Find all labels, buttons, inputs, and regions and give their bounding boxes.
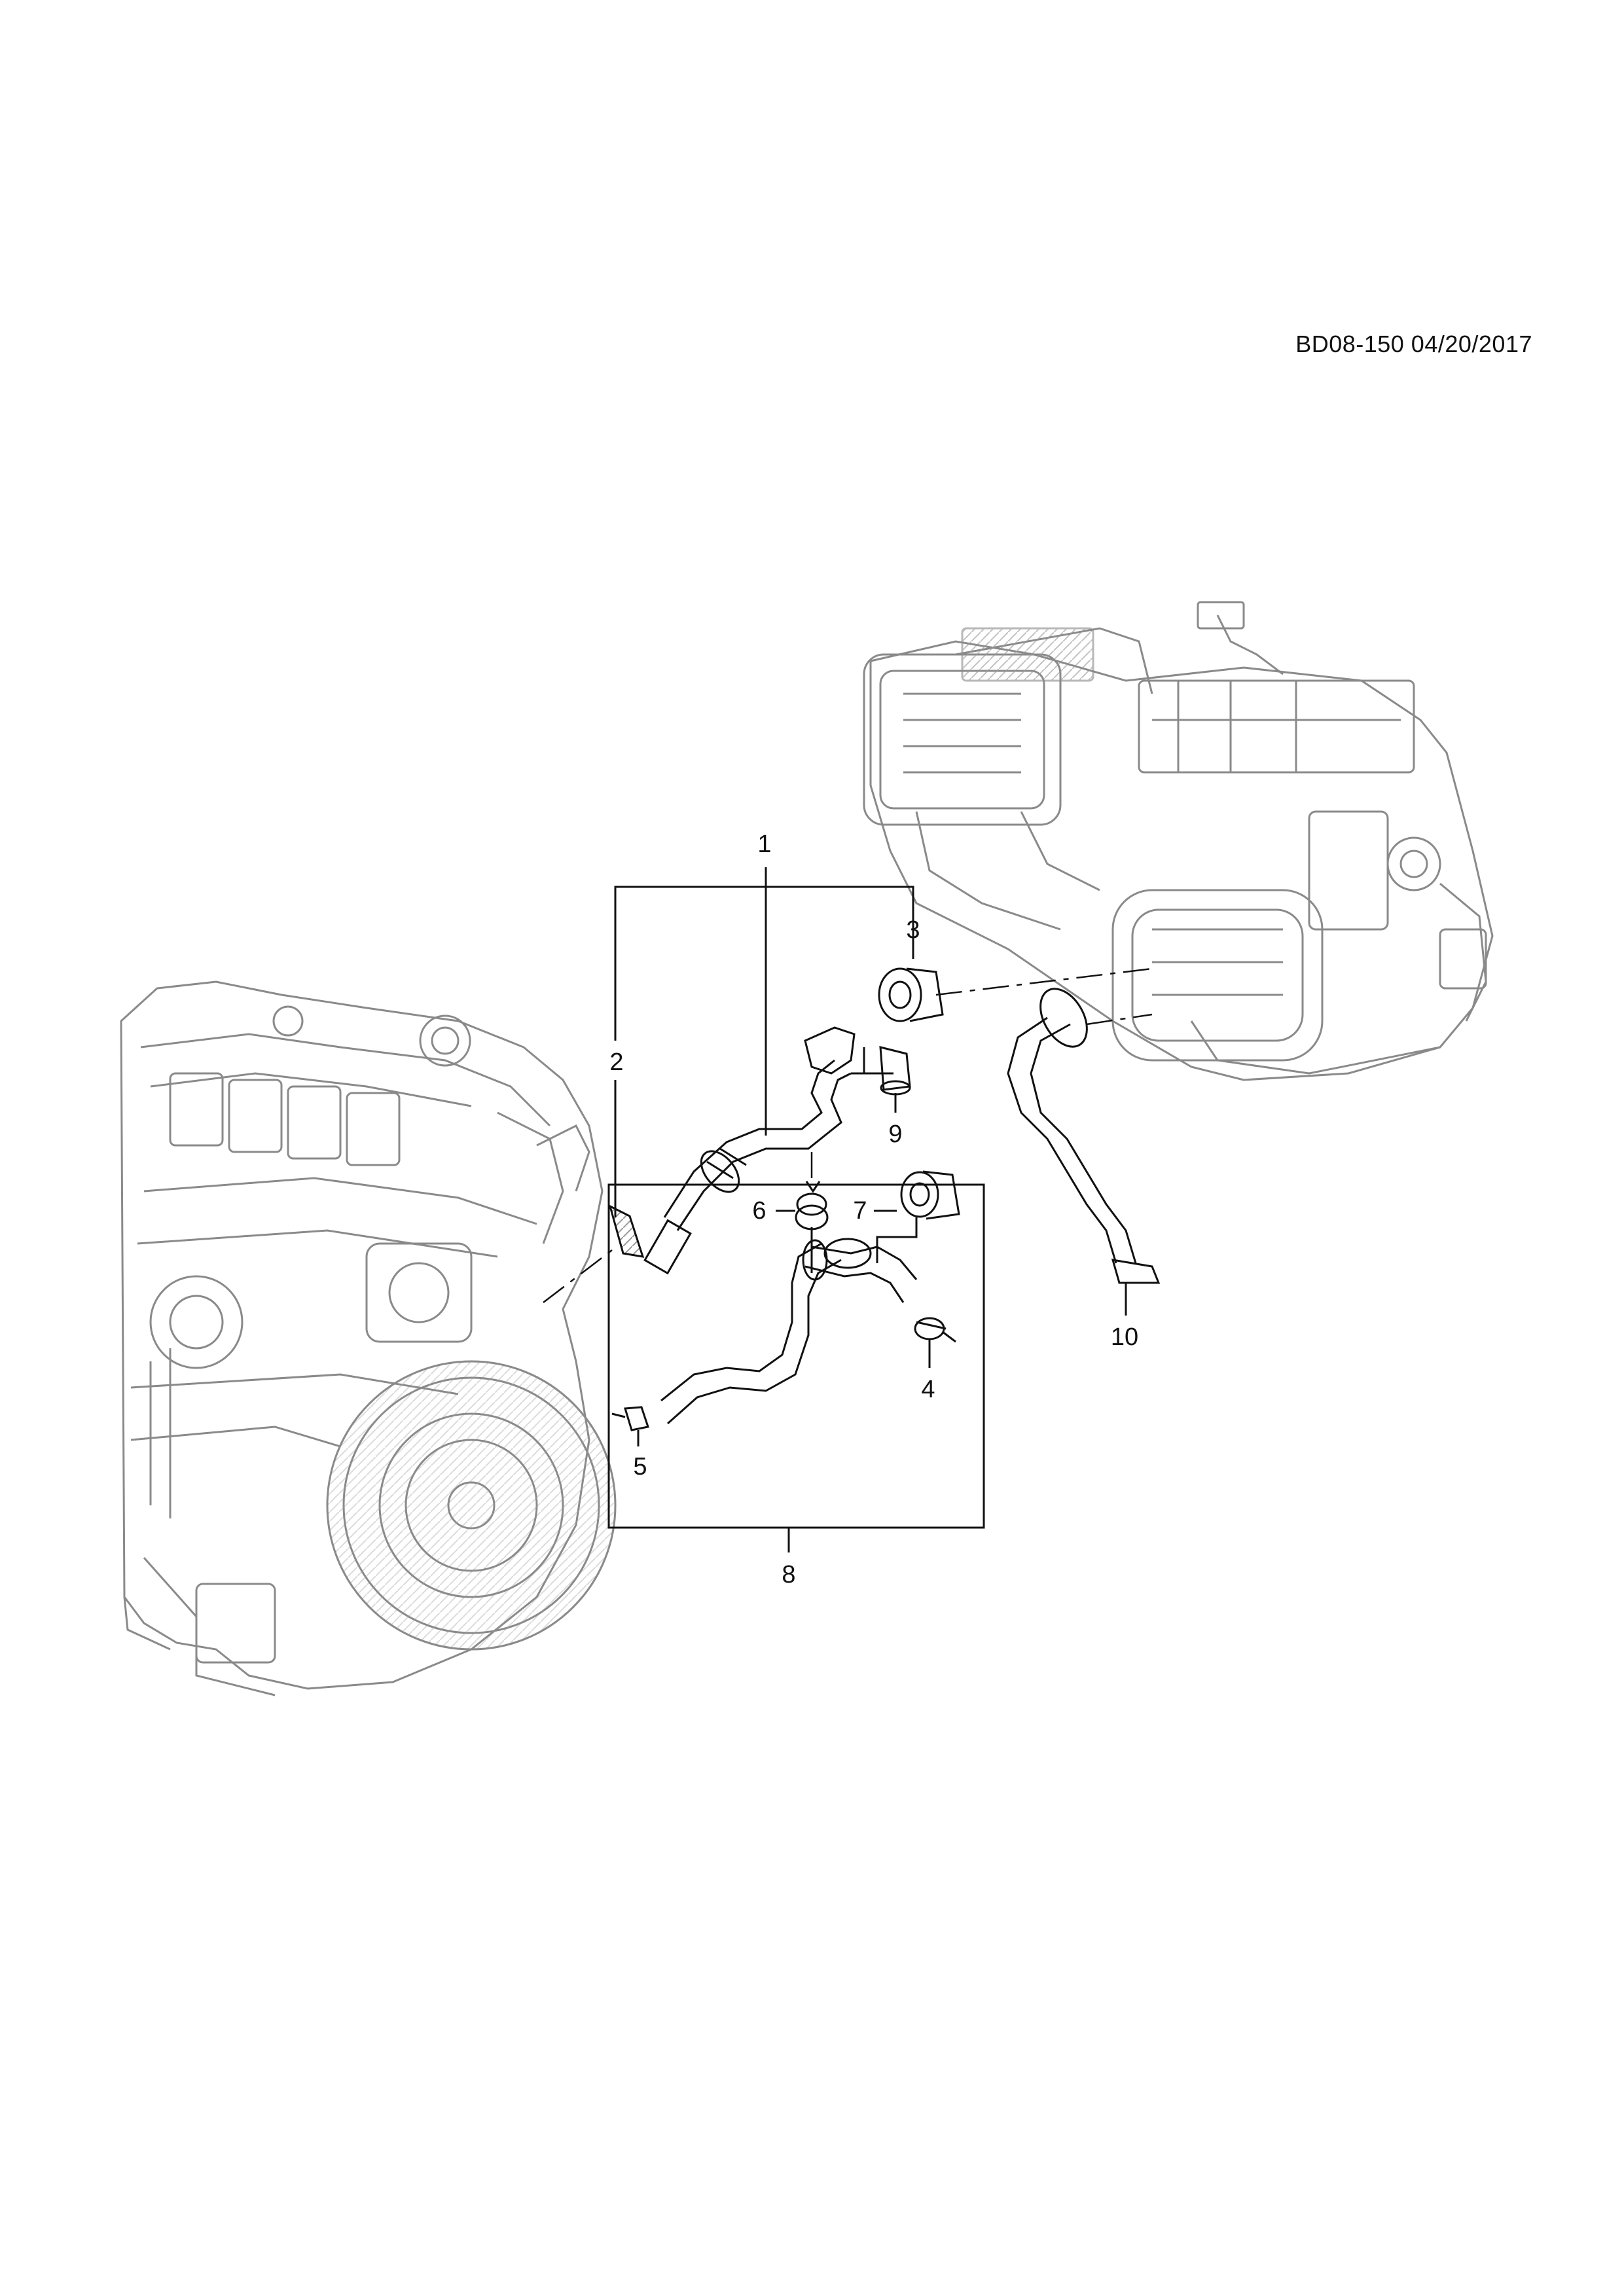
clip-2-icon [608,1204,645,1258]
callout-2: 2 [609,1049,623,1076]
callout-labels: 1 2 3 4 5 6 7 8 9 10 [609,831,1138,1588]
callout-4: 4 [921,1376,935,1403]
clamp-5-icon [624,1406,649,1431]
callout-8: 8 [782,1561,795,1588]
hose-illustration [643,988,1161,1425]
callout-1: 1 [757,831,771,858]
small-parts-illustration [608,967,960,1431]
leader-lines [607,867,1127,1552]
callout-3: 3 [906,916,920,944]
callout-5: 5 [633,1453,647,1480]
callout-10: 10 [1111,1323,1138,1351]
quick-connector-3-icon [878,967,922,1022]
callout-7: 7 [853,1197,867,1225]
dashed-alignment-lines [543,967,1153,1303]
engine-assembly-illustration [120,980,617,1696]
callout-6: 6 [752,1197,766,1225]
clamp-6-icon [796,1193,827,1216]
quick-connector-7-icon [900,1171,939,1218]
clamp-4-icon [914,1317,945,1340]
callout-9: 9 [888,1121,902,1148]
hvac-module-illustration [863,601,1494,1081]
document-id-stamp: BD08-150 04/20/2017 [1295,331,1532,357]
